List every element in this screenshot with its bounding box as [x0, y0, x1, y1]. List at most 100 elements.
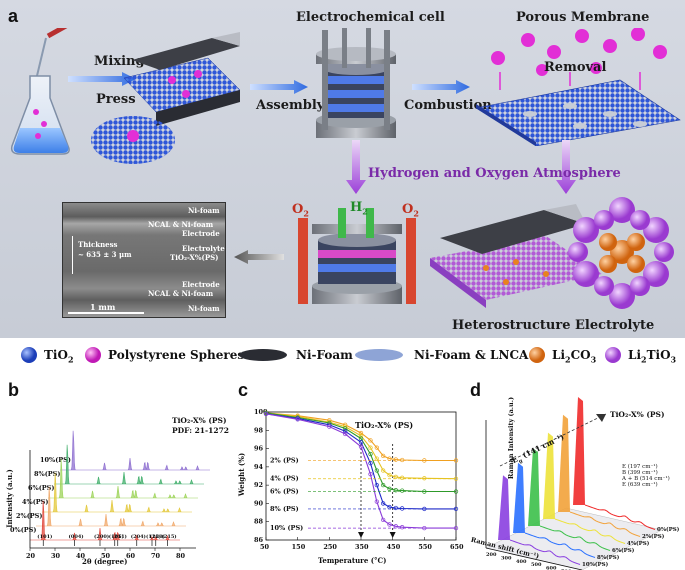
tga-data-point: [374, 499, 379, 504]
raman-series-tail: [509, 539, 581, 565]
xrd-x-label: 2θ (degree): [82, 557, 128, 566]
tga-data-point: [453, 525, 459, 531]
tga-data-point: [374, 468, 379, 473]
tga-reference-arrow: [358, 532, 364, 538]
tga-data-point: [343, 429, 348, 434]
xrd-x-tick-label: 80: [176, 552, 186, 560]
tga-data-point: [453, 476, 459, 481]
legend-lnca-icon: [355, 349, 403, 361]
tga-data-point: [453, 489, 459, 494]
xrd-series-8%(PS): [54, 444, 204, 485]
xrd-x-tick-label: 60: [126, 552, 136, 560]
tga-series-label: 2% (PS): [270, 456, 299, 464]
porous-membrane-illustration: [475, 28, 681, 146]
legend-ps-label: Polystyrene Spheres: [108, 348, 245, 362]
tga-data-point: [368, 451, 373, 457]
electrochemical-cell-illustration: [316, 28, 396, 138]
raman-peak-labels: E (197 cm⁻¹) B (399 cm⁻¹) A + B (514 cm⁻…: [622, 464, 670, 488]
tga-y-tick-label: 98: [254, 426, 264, 434]
raman-peak-label: A + B (514 cm⁻¹): [622, 476, 670, 482]
tga-data-point: [327, 424, 332, 429]
tga-data-point: [374, 445, 379, 450]
tga-data-point: [453, 458, 459, 463]
tga-data-point: [400, 506, 405, 511]
panel-c-label: c: [238, 380, 249, 400]
xrd-series-label: 4%(PS): [22, 498, 48, 506]
tga-data-point: [387, 472, 392, 478]
xrd-hkl-label: (004): [69, 533, 84, 540]
xrd-series-10%(PS): [60, 430, 210, 471]
tga-data-point: [368, 445, 373, 450]
tga-series-label: 4% (PS): [270, 475, 299, 483]
tga-data-point: [400, 457, 405, 463]
arrow-assembly: [250, 80, 308, 94]
xrd-series-2%(PS): [36, 486, 186, 527]
xrd-series-label: 6%(PS): [28, 484, 54, 492]
raman-x-tick-label: 500: [531, 562, 542, 568]
tga-data-point: [343, 431, 348, 437]
xrd-y-label: Intensity (a.u.): [4, 469, 14, 528]
tga-data-point: [374, 456, 379, 461]
tga-data-point: [343, 426, 348, 431]
step-electrochemical-cell: Electrochemical cell: [296, 10, 445, 25]
xrd-series-4%(PS): [42, 472, 192, 513]
tga-x-tick-label: 50: [260, 543, 270, 551]
raman-series-label: 6%(PS): [612, 547, 635, 554]
raman-x-tick-label: 400: [516, 559, 527, 565]
step-porous-membrane: Porous Membrane: [516, 10, 650, 25]
xrd-title: TiO₂-X% (PS): [172, 416, 227, 425]
xrd-hkl-label: (116): [146, 533, 161, 540]
tga-data-point: [422, 525, 427, 531]
tga-data-point: [295, 417, 300, 422]
step-heterostructure-electrolyte: Heterostructure Electrolyte: [452, 318, 655, 333]
raman-series-tail: [569, 511, 641, 537]
raman-series-label: 2%(PS): [642, 533, 665, 540]
tga-y-tick-label: 92: [254, 481, 263, 489]
xrd-x-tick-label: 40: [76, 552, 86, 560]
sem-scale-label: 1 mm: [90, 302, 116, 312]
sem-label-nifoam-top: Ni-foam: [188, 206, 220, 215]
raman-trend-arrowhead: [596, 414, 606, 422]
raman-series-label: 4%(PS): [627, 540, 650, 547]
raman-series-tail: [554, 518, 626, 544]
tga-data-point: [358, 440, 364, 445]
tga-y-tick-label: 94: [254, 463, 264, 471]
step-press: Press: [96, 92, 136, 107]
panel-a-label: a: [8, 6, 19, 26]
legend-lnca-label: Ni-Foam & LNCA: [414, 348, 529, 362]
legend-nifoam-icon: [239, 349, 287, 361]
arrow-to-sem: [234, 250, 284, 264]
raman-main-peak: [528, 448, 540, 526]
atmosphere-arrows: [346, 140, 576, 194]
sem-scale-bar: [68, 312, 144, 314]
electrode-sandwich-illustration: [123, 32, 241, 126]
xrd-x-tick-label: 50: [101, 552, 111, 560]
tga-data-point: [393, 505, 398, 511]
heterostructure-layers-illustration: [430, 204, 602, 308]
raman-main-peak: [498, 475, 510, 540]
tga-x-tick-label: 250: [323, 543, 337, 551]
xrd-chart: 10%(PS)8%(PS)6%(PS)4%(PS)2%(PS)0%(PS) 20…: [10, 430, 210, 560]
particle-cluster-illustration: [91, 116, 175, 164]
panel-b-label: b: [8, 380, 19, 400]
step-combustion: Combustion: [404, 98, 492, 113]
legend-ps-icon: [85, 347, 101, 363]
xrd-series-label: 10%(PS): [40, 456, 71, 464]
tga-x-tick-label: 450: [387, 543, 401, 551]
xrd-pdf-label: PDF: 21-1272: [172, 426, 230, 435]
arrow-mixing: [68, 72, 136, 86]
xrd-x-tick-label: 30: [51, 552, 61, 560]
tga-reference-arrow: [389, 532, 396, 538]
tga-data-point: [400, 488, 405, 493]
tga-x-tick-label: 650: [450, 543, 464, 551]
tga-data-point: [263, 411, 269, 416]
tga-data-point: [381, 468, 386, 473]
xrd-hkl-label: (215): [162, 533, 177, 540]
tga-x-tick-label: 350: [355, 543, 369, 551]
raman-series-tail: [539, 525, 611, 551]
tga-data-point: [358, 430, 364, 436]
tga-x-label: Temperature (°C): [318, 556, 387, 565]
raman-x-tick-label: 600: [546, 566, 557, 570]
legend-li2co3-icon: [529, 347, 545, 363]
